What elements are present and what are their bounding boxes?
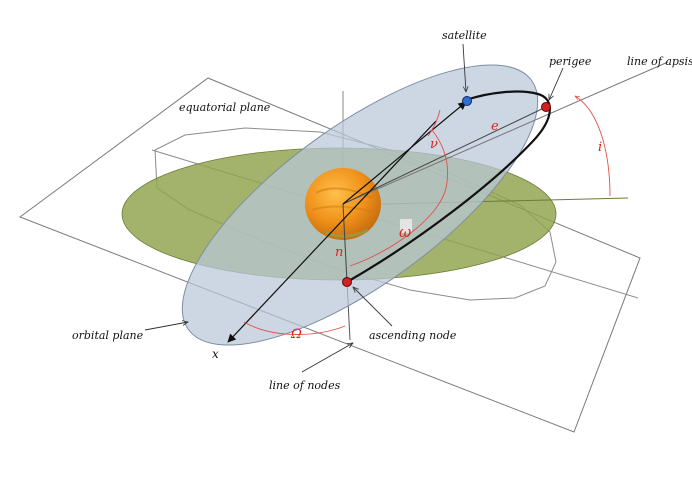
line-of-apsis-label: line of apsis <box>627 55 692 68</box>
center-to-perigee <box>342 106 547 205</box>
satellite-leader <box>462 43 466 92</box>
orbital-plane-label: orbital plane <box>72 329 144 342</box>
center-to-ascending-node <box>342 203 348 283</box>
satellite-position-vector <box>342 101 467 205</box>
eccentricity-symbol: e <box>491 119 499 134</box>
ascending-node-dot <box>342 277 352 287</box>
ascending-node-label: ascending node <box>369 329 457 342</box>
omega-symbol: ω <box>399 223 411 241</box>
orbit-path <box>346 90 551 283</box>
line-of-nodes-label: line of nodes <box>269 379 341 392</box>
raan-symbol: Ω <box>290 327 302 342</box>
nu-arc <box>427 109 441 137</box>
perigee-dot <box>541 102 551 112</box>
line-of-nodes-leader <box>301 343 353 373</box>
satellite-label: satellite <box>442 29 487 42</box>
perigee-leader <box>549 67 564 100</box>
satellite-dot <box>462 96 472 106</box>
inclination-arc <box>575 96 611 197</box>
reference-square <box>400 219 412 233</box>
orbital-plane-leader <box>144 322 188 331</box>
inclination-symbol: i <box>598 140 602 155</box>
reference-plane <box>18 77 641 433</box>
perigee-label: perigee <box>549 55 592 68</box>
ascending-node-leader <box>353 287 393 327</box>
omega-arc <box>349 129 449 267</box>
x-axis <box>227 120 437 343</box>
raan-arc <box>243 321 346 335</box>
node-vector-symbol: n <box>335 245 343 260</box>
nu-symbol: ν <box>430 137 438 152</box>
x-axis-label: x <box>212 347 219 361</box>
line-of-apsis <box>342 61 669 205</box>
equatorial-plane-label: equatorial plane <box>179 101 271 114</box>
